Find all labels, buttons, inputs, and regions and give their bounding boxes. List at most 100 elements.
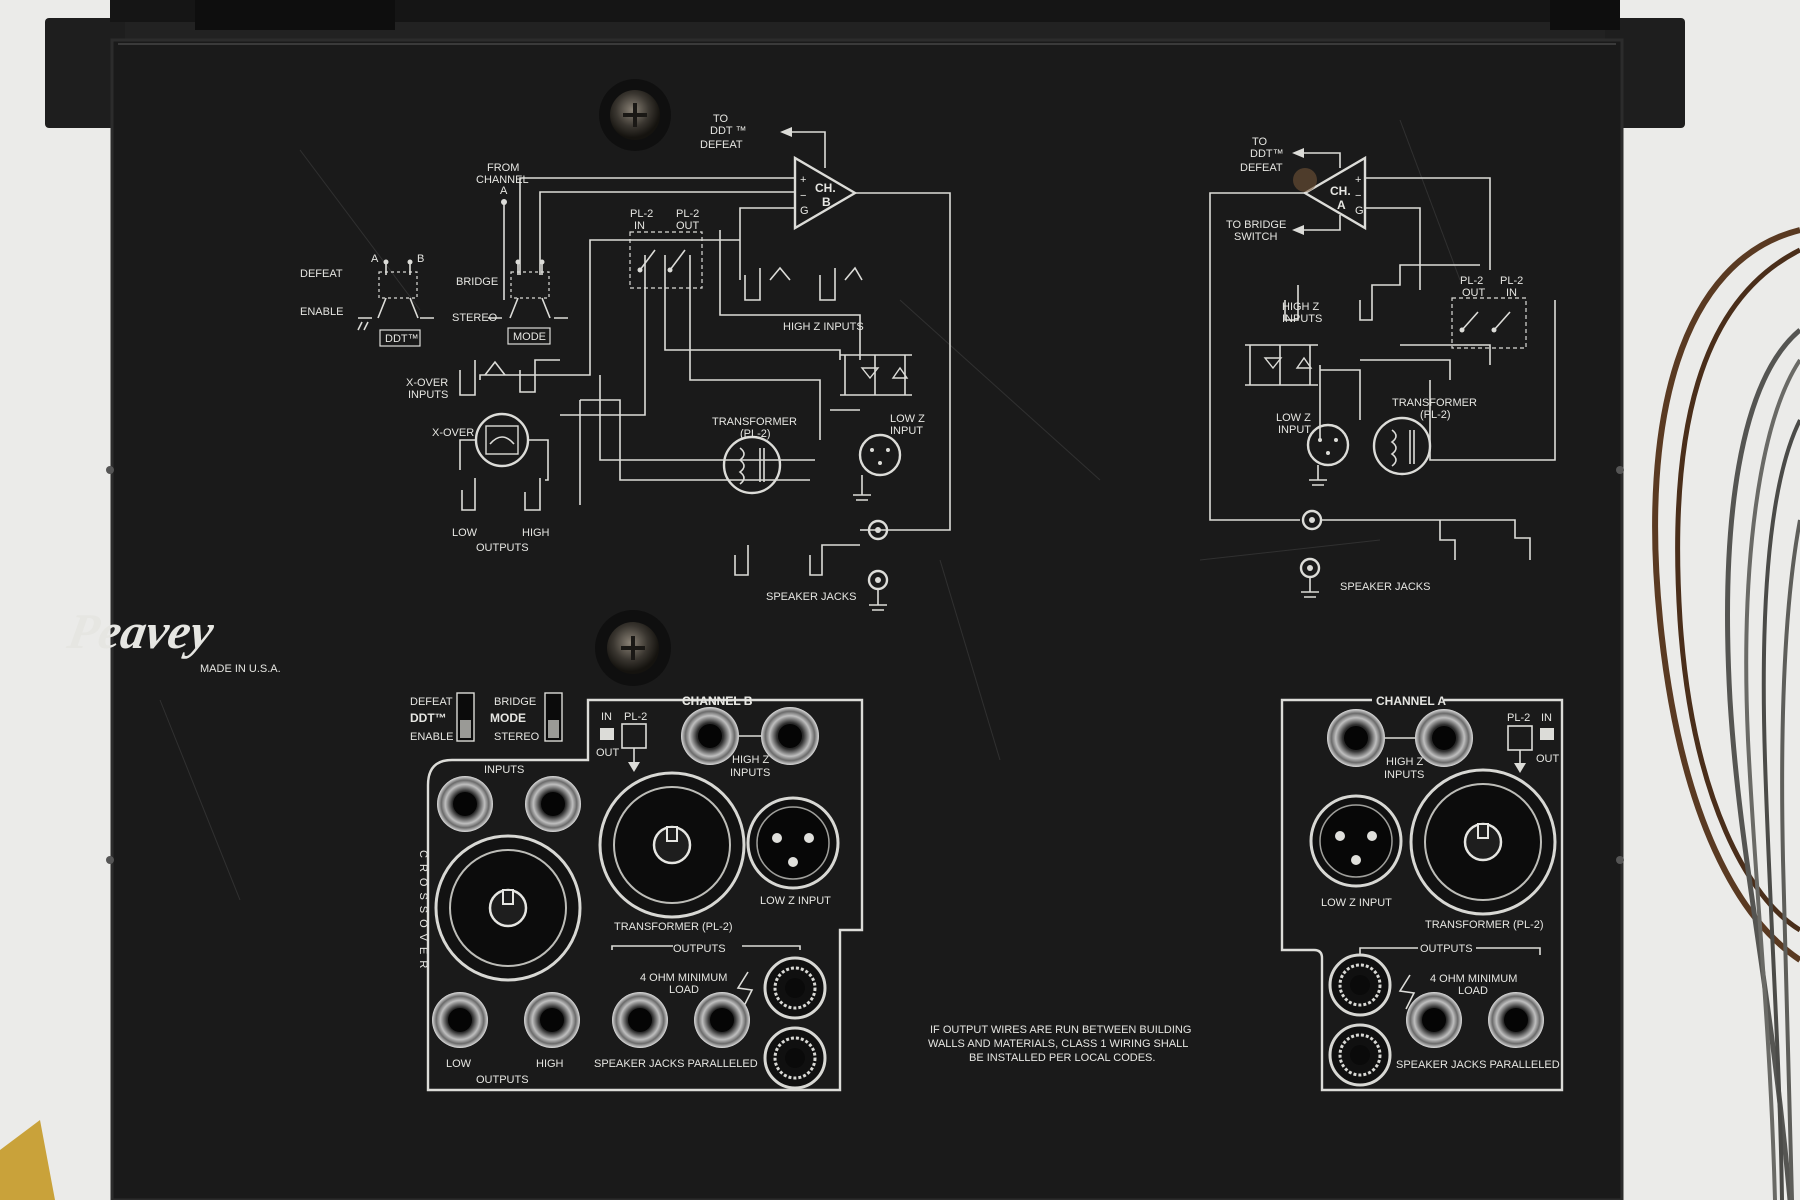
screw-top [599, 79, 671, 151]
pl2-switch-box-b [629, 231, 703, 289]
pl2-in-label-panel-b: IN [601, 711, 612, 723]
switch-a-label: A [371, 253, 379, 265]
speaker-jack-b-1[interactable] [612, 992, 668, 1048]
svg-text:+: + [1355, 174, 1361, 186]
transformer-socket-a[interactable] [1409, 768, 1557, 916]
op-amp-b-label-2: B [822, 195, 831, 209]
wiring-warning: IF OUTPUT WIRES ARE RUN BETWEEN BUILDING… [928, 1024, 1191, 1064]
pl2-out-sub-b: OUT [676, 220, 700, 232]
outputs-header-panel-b: OUTPUTS [673, 943, 726, 955]
pl2-out-label-panel-b: OUT [596, 747, 620, 759]
high-label-b: HIGH [522, 527, 550, 539]
channel-b-label: CHANNEL B [682, 694, 753, 708]
transformer-socket-b[interactable] [598, 771, 746, 919]
high-z-inputs-label-b: HIGH Z INPUTS [783, 321, 864, 333]
to-bridge-label-1: TO BRIDGE [1226, 219, 1286, 231]
low-z-xlr-b[interactable] [746, 796, 840, 890]
warning-line-1: IF OUTPUT WIRES ARE RUN BETWEEN BUILDING [930, 1024, 1191, 1036]
mode-slide-switch[interactable] [544, 692, 563, 742]
high-z-jack-b-2[interactable] [761, 707, 819, 765]
transformer-label-a: TRANSFORMER [1392, 397, 1477, 409]
yellow-tool [0, 1120, 55, 1200]
xover-input-jack-2[interactable] [525, 776, 581, 832]
transformer-sub-a: (PL-2) [1420, 409, 1451, 421]
surface-scratches [159, 119, 1461, 901]
speakon-jack-b-2[interactable] [763, 1026, 827, 1090]
schematic-channel-a: CH. A + − G TO DDT™ DEFEAT TO BRIDGE SWI… [1209, 136, 1556, 598]
to-ddt-label-b-3: DEFEAT [700, 139, 743, 151]
transformer-symbol-b [722, 435, 782, 495]
xover-inputs-label-1: X-OVER [406, 377, 448, 389]
high-z-label-panel-a-1: HIGH Z [1386, 756, 1424, 768]
op-amp-a-label-1: CH. [1330, 184, 1351, 198]
peavey-logo-text: Peavey [63, 603, 219, 659]
channel-b-label-overlay: CHANNEL B [682, 694, 753, 708]
ddt-slide-switch[interactable] [456, 692, 475, 742]
peavey-logo: Peavey MADE IN U.S.A. [63, 603, 281, 675]
svg-text:+: + [800, 174, 806, 186]
bridge-label-b: BRIDGE [456, 276, 498, 288]
rust-spot [1293, 168, 1317, 192]
op-amp-a-label-2: A [1337, 198, 1346, 212]
speakon-jack-a-2[interactable] [1328, 1023, 1392, 1087]
high-output-jack[interactable] [524, 992, 580, 1048]
made-in-usa-label: MADE IN U.S.A. [200, 663, 281, 675]
xlr-symbol-b [858, 433, 902, 477]
panel-channel-a: CHANNEL A HIGH Z INPUTS PL-2 IN OUT LOW … [1280, 694, 1564, 1092]
pl2-out-label-b: PL-2 [676, 208, 699, 220]
low-z-label-a-1: LOW Z [1276, 412, 1311, 424]
min-load-label-b-2: LOAD [669, 984, 699, 996]
xover-input-jack-1[interactable] [437, 776, 493, 832]
to-ddt-label-a-2: DDT™ [1250, 148, 1284, 160]
rack-ear-right [1605, 18, 1685, 128]
pl2-label-panel-b: PL-2 [624, 711, 647, 723]
low-label-b: LOW [452, 527, 478, 539]
speaker-jack-a-2[interactable] [1488, 992, 1544, 1048]
mode-box-label: MODE [513, 331, 546, 343]
min-load-label-a-2: LOAD [1458, 985, 1488, 997]
svg-text:−: − [1355, 190, 1361, 202]
high-z-label-a-1: HIGH Z [1282, 301, 1320, 313]
high-label-panel-b: HIGH [536, 1058, 564, 1070]
high-z-label-panel-a-2: INPUTS [1384, 769, 1424, 781]
low-z-sub-b: INPUT [890, 425, 923, 437]
channel-a-label: CHANNEL A [1376, 694, 1446, 708]
defeat-label-b: DEFEAT [300, 268, 343, 280]
switch-b-label: B [417, 253, 424, 265]
ddt-switch-name-label: DDT™ [410, 711, 447, 725]
warning-line-2: WALLS AND MATERIALS, CLASS 1 WIRING SHAL… [928, 1038, 1188, 1050]
pl2-indicator-a [1540, 728, 1554, 740]
svg-text:G: G [1355, 205, 1364, 217]
transformer-symbol-a [1372, 416, 1432, 476]
op-amp-a-symbol [1302, 155, 1367, 231]
pl2-out-sub-a: OUT [1462, 287, 1486, 299]
pl2-switch-box-a [1451, 297, 1527, 349]
speaker-jack-a-1[interactable] [1406, 992, 1462, 1048]
speaker-jack-b-2[interactable] [694, 992, 750, 1048]
handle-left [195, 0, 395, 30]
pl2-label-panel-a: PL-2 [1507, 712, 1530, 724]
min-load-label-b-1: 4 OHM MINIMUM [640, 972, 727, 984]
transformer-label-panel-b: TRANSFORMER (PL-2) [614, 921, 733, 933]
transformer-sub-b: (PL-2) [740, 428, 771, 440]
pl2-indicator-b [600, 728, 614, 740]
rack-handle-bar [110, 0, 1620, 22]
enable-label-b: ENABLE [300, 306, 343, 318]
low-z-xlr-a[interactable] [1309, 794, 1403, 888]
screw-middle [595, 610, 671, 686]
mode-switch-bottom-label: STEREO [494, 731, 540, 743]
crossover-socket[interactable] [434, 834, 582, 982]
pl2-in-sub-b: IN [634, 220, 645, 232]
speakon-jack-a-1[interactable] [1328, 953, 1392, 1017]
high-z-jack-a-1[interactable] [1327, 709, 1385, 767]
speakon-jack-b-1[interactable] [763, 956, 827, 1020]
high-z-jack-b-1[interactable] [681, 707, 739, 765]
pl2-in-label-a: PL-2 [1500, 275, 1523, 287]
rack-ear-left [45, 18, 125, 128]
pl2-out-label-a: PL-2 [1460, 275, 1483, 287]
low-output-jack[interactable] [432, 992, 488, 1048]
ddt-switch-bottom-label: ENABLE [410, 731, 453, 743]
high-z-jack-a-2[interactable] [1415, 709, 1473, 767]
from-channel-label-2: CHANNEL [476, 174, 529, 186]
